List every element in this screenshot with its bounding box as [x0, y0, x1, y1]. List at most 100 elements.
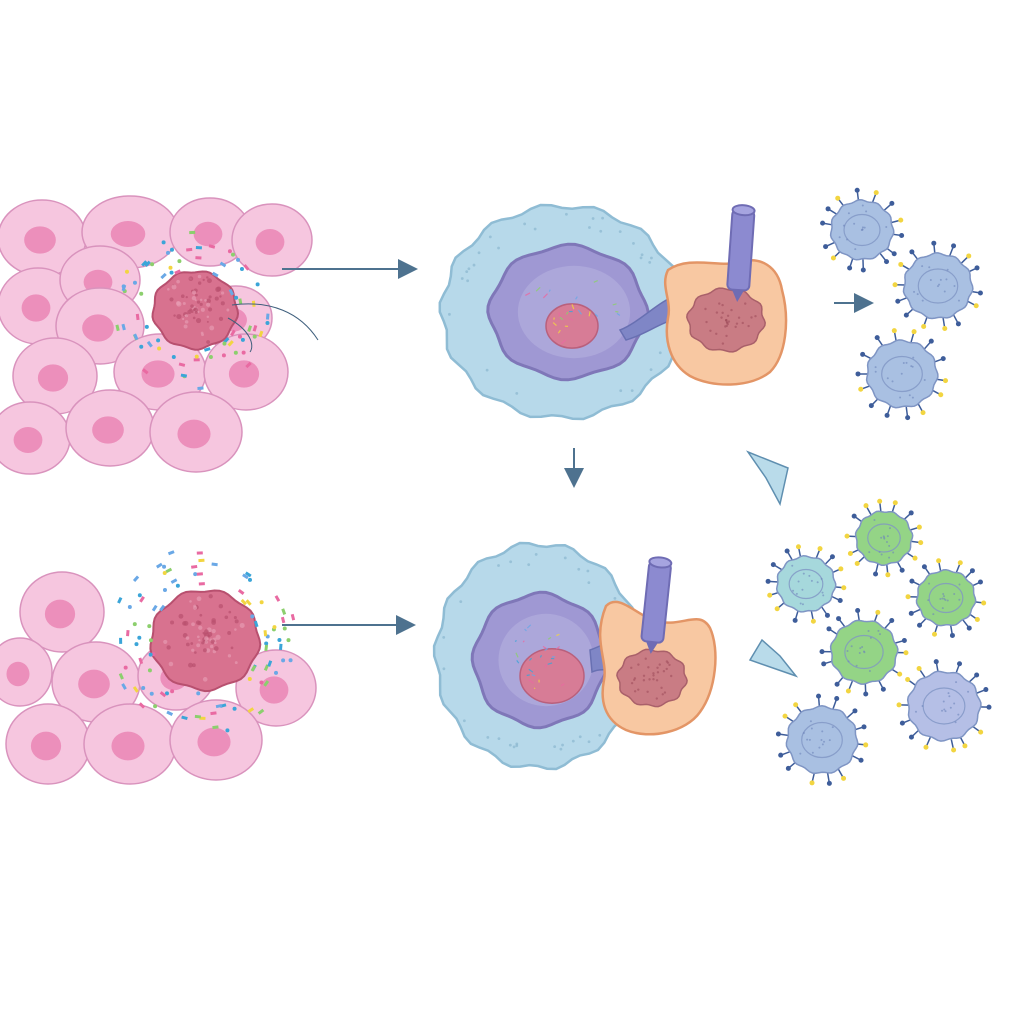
target-cell-texture [176, 301, 182, 307]
target-cell-texture [234, 619, 239, 624]
virion-spike-tip [951, 747, 957, 753]
virion-texture [880, 553, 883, 556]
particle [193, 358, 200, 362]
particle [167, 550, 175, 556]
virion-texture [888, 544, 891, 547]
macrophage-speckle [497, 737, 501, 741]
virion-spike-tip [949, 632, 955, 638]
partner-nucleus-texture [656, 666, 659, 669]
virion-spike-tip [823, 244, 829, 250]
macrophage-speckle [467, 267, 471, 271]
particle [147, 624, 152, 629]
particle [124, 269, 129, 274]
virion-texture [869, 636, 872, 639]
virion-texture [809, 720, 812, 723]
particle [264, 641, 269, 646]
virion-spike-tip [908, 610, 914, 616]
virion-spike-tip [908, 734, 914, 740]
particle [233, 350, 238, 355]
virion [775, 693, 869, 786]
particle [147, 668, 152, 673]
virion-texture [847, 212, 850, 215]
virion-spike-tip [898, 217, 904, 223]
particle [222, 341, 227, 346]
particle [156, 338, 161, 343]
partner-nucleus-texture [721, 311, 724, 315]
macrophage-speckle [515, 744, 519, 748]
particle [196, 551, 203, 555]
macrophage-speckle [466, 279, 470, 283]
tissue-cell-nucleus [92, 416, 124, 444]
vacuole-strand [539, 654, 543, 658]
macrophage-speckle [650, 256, 653, 260]
virion-texture [946, 599, 949, 602]
macrophage-speckle [472, 263, 476, 267]
particle [247, 707, 255, 714]
target-cell-texture [227, 654, 232, 658]
virion-texture [949, 706, 952, 709]
particle [162, 570, 167, 575]
partner-nucleus-texture [715, 332, 718, 335]
virion-texture [861, 645, 864, 648]
virion-spike-tip [809, 780, 815, 786]
vacuole-strand [547, 636, 552, 640]
virion-texture [953, 285, 956, 288]
particle [234, 295, 239, 300]
virion-texture [801, 588, 804, 591]
particle [194, 714, 202, 719]
particle [286, 638, 291, 643]
tissue-cell [65, 389, 155, 467]
target-cell-texture [197, 281, 202, 285]
particle [149, 691, 154, 696]
partner-nucleus-texture [704, 307, 707, 311]
particle [126, 630, 130, 637]
macrophage-speckle [459, 600, 463, 604]
vacuole-strand [594, 313, 599, 317]
particle [250, 665, 257, 672]
partner-nucleus-texture [662, 669, 666, 673]
partner-nucleus-texture [720, 316, 723, 319]
virion-texture [853, 222, 856, 225]
virion-spike-tip [854, 187, 860, 193]
particle [141, 260, 148, 267]
particle [208, 355, 213, 360]
virion-spike-tip [810, 618, 816, 624]
partner-nucleus [616, 648, 688, 708]
partner-nucleus-texture [726, 314, 730, 318]
macrophage-speckle [599, 229, 603, 233]
target-cell-texture [206, 278, 212, 284]
virion-spike-tip [778, 752, 784, 758]
virion-spike-tip [912, 555, 918, 561]
virion-texture [880, 536, 883, 539]
particle [243, 264, 250, 271]
particle [121, 284, 127, 292]
target-cell-texture [199, 302, 203, 306]
virion-spike-tip [942, 325, 948, 331]
vacuole-strand [544, 647, 549, 651]
virion-texture [955, 681, 958, 684]
virion-spike-tip [775, 731, 781, 737]
virion-spike-tip [884, 412, 890, 418]
particle [133, 333, 139, 341]
particle [255, 282, 260, 287]
virion-texture [953, 702, 956, 705]
particle [191, 564, 198, 569]
virion-spike-tip [873, 571, 879, 577]
macrophage-speckle [640, 253, 644, 257]
macrophage-speckle [601, 216, 604, 220]
virion-texture [958, 598, 961, 601]
chevron-arrow-upper [745, 450, 789, 507]
target-cell-texture [188, 662, 193, 668]
vacuole-strand [547, 662, 553, 665]
upper-particle-burst [115, 230, 319, 390]
target-cell-texture [191, 648, 195, 652]
virion-spike-tip [855, 607, 861, 613]
virion-texture [941, 597, 944, 600]
virion-texture [874, 366, 877, 369]
particle [238, 298, 243, 305]
vacuole-strand [544, 663, 548, 668]
virion-spike-tip [962, 743, 968, 749]
virion [819, 607, 909, 697]
macrophage-speckle [462, 719, 466, 723]
tissue-cell [169, 699, 263, 781]
